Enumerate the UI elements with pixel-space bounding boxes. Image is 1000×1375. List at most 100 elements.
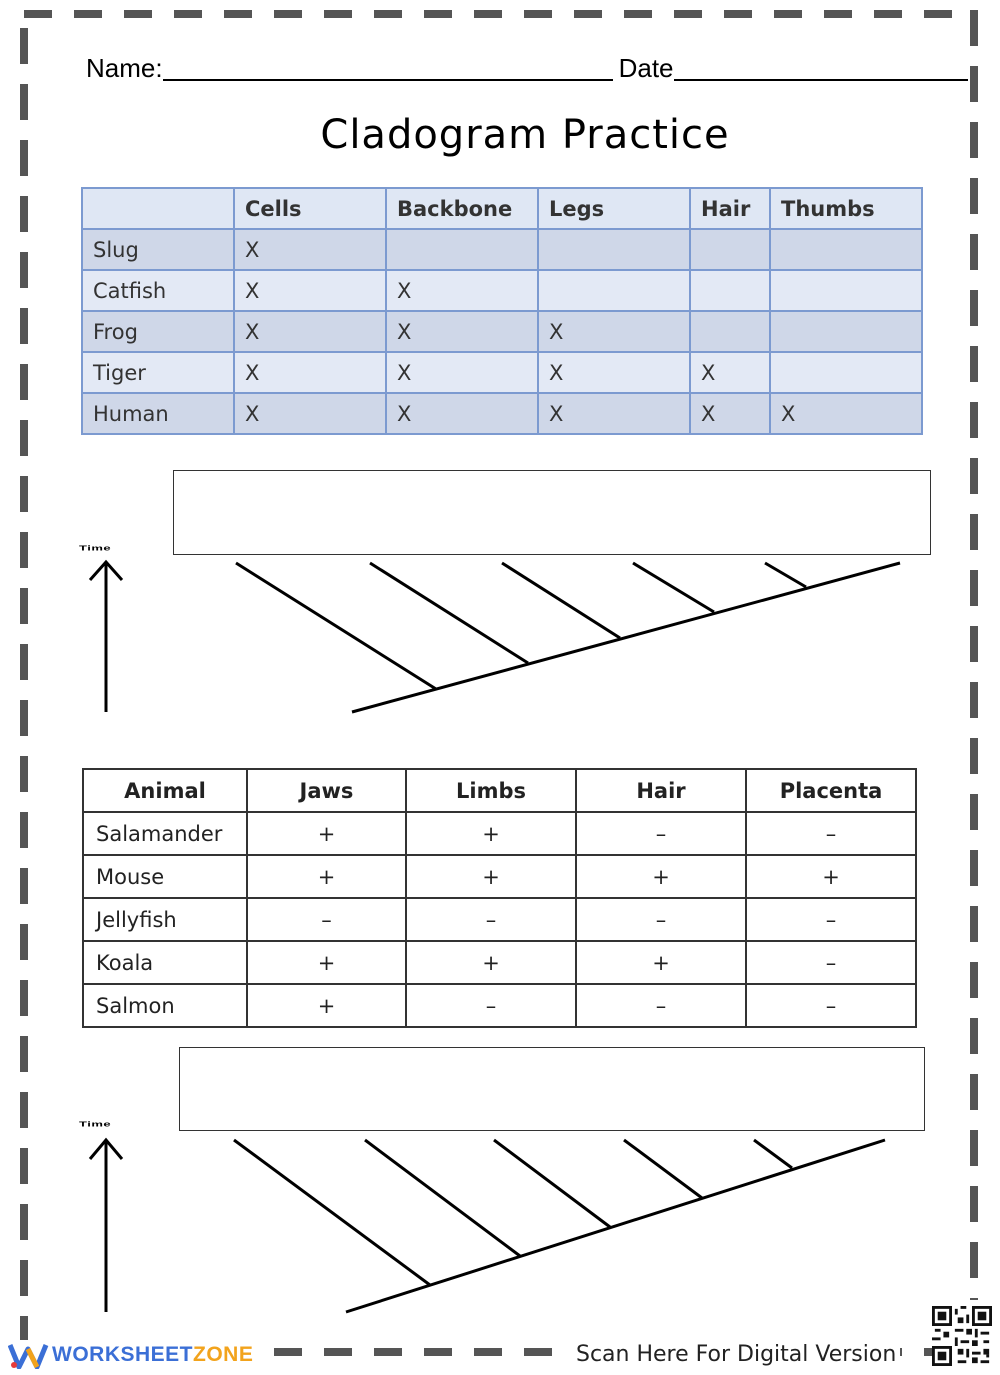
name-date-line: Name: Date	[86, 50, 978, 84]
table-cell: X	[537, 392, 691, 435]
table-cell: Mouse	[82, 854, 248, 899]
table-header-row: Cells Backbone Legs Hair Thumbs	[81, 187, 923, 230]
time-arrow-head	[88, 559, 124, 581]
table-cell: –	[575, 897, 747, 942]
table-cell	[537, 269, 691, 312]
table-cell: Tiger	[81, 351, 235, 394]
cladogram-branch	[233, 1138, 431, 1287]
table-header-cell: Limbs	[405, 768, 577, 813]
cladogram-trunk	[345, 1138, 886, 1314]
table-cell: +	[405, 940, 577, 985]
time-axis-label: Time	[79, 544, 112, 553]
table-row: Mouse + + + +	[82, 854, 917, 899]
table-header-row: Animal Jaws Limbs Hair Placenta	[82, 768, 917, 813]
cladogram-trunk	[351, 561, 901, 714]
table-cell	[769, 310, 923, 353]
table-cell	[689, 310, 771, 353]
cladogram-branch	[501, 561, 621, 640]
cladogram-branch	[364, 1138, 521, 1258]
date-label: Date	[618, 53, 674, 83]
table-row: Salmon + – – –	[82, 983, 917, 1028]
table-cell	[769, 269, 923, 312]
table-cell: Koala	[82, 940, 248, 985]
table-cell: +	[246, 940, 407, 985]
table-row: Salamander + + – –	[82, 811, 917, 856]
table-cell: –	[575, 811, 747, 856]
logo-text-zone: ZONE	[193, 1343, 254, 1366]
table-cell: Salmon	[82, 983, 248, 1028]
table-cell: Slug	[81, 228, 235, 271]
table-cell	[769, 351, 923, 394]
table-row: Catfish X X	[81, 269, 923, 312]
table-header-cell: Animal	[82, 768, 248, 813]
table-cell: X	[385, 310, 539, 353]
qr-code-icon[interactable]	[932, 1306, 992, 1366]
table-cell: –	[745, 811, 917, 856]
page-title: Cladogram Practice	[320, 112, 730, 158]
table-cell: +	[246, 811, 407, 856]
table-cell: +	[745, 854, 917, 899]
table-cell: X	[233, 392, 387, 435]
table-cell: +	[575, 940, 747, 985]
table-cell: +	[246, 983, 407, 1028]
table-header-cell: Cells	[233, 187, 387, 230]
table-cell	[385, 228, 539, 271]
table-cell: +	[575, 854, 747, 899]
table-cell: X	[385, 269, 539, 312]
table-header-cell: Legs	[537, 187, 691, 230]
table-cell: Human	[81, 392, 235, 435]
table-cell: X	[689, 351, 771, 394]
table-header-cell: Thumbs	[769, 187, 923, 230]
table-row: Jellyfish – – – –	[82, 897, 917, 942]
table-cell: +	[405, 854, 577, 899]
logo-text-worksheet: WORKSHEET	[52, 1343, 193, 1366]
name-label: Name:	[86, 53, 163, 83]
table-cell: –	[575, 983, 747, 1028]
table-cell: –	[405, 897, 577, 942]
cladogram-1-diagram	[88, 559, 901, 714]
table-row: Frog X X X	[81, 310, 923, 353]
table-cell: –	[405, 983, 577, 1028]
cladogram-1-answer-box[interactable]	[173, 470, 931, 555]
table-cell	[537, 228, 691, 271]
table-cell: +	[246, 854, 407, 899]
table-cell: –	[246, 897, 407, 942]
time-arrow-head	[88, 1137, 124, 1160]
table-cell: X	[233, 310, 387, 353]
time-axis-label: Time	[79, 1120, 112, 1129]
table-header-cell: Backbone	[385, 187, 539, 230]
table-header-cell: Hair	[575, 768, 747, 813]
table-cell: +	[405, 811, 577, 856]
table-row: Koala + + + –	[82, 940, 917, 985]
traits-table-2: Animal Jaws Limbs Hair Placenta Salamand…	[82, 768, 917, 1028]
table-header-cell: Hair	[689, 187, 771, 230]
table-cell: Jellyfish	[82, 897, 248, 942]
cladogram-2-answer-box[interactable]	[179, 1047, 925, 1131]
table-cell: –	[745, 983, 917, 1028]
cladogram-branch	[493, 1138, 611, 1229]
table-cell: X	[689, 392, 771, 435]
cladogram-branch	[632, 561, 715, 614]
worksheetzone-logo[interactable]: WORKSHEETZONE	[8, 1340, 260, 1370]
table-row: Human X X X X X	[81, 392, 923, 435]
table-cell	[689, 269, 771, 312]
cladogram-branch	[764, 561, 807, 589]
table-cell: X	[233, 269, 387, 312]
traits-table-1: Cells Backbone Legs Hair Thumbs Slug X C…	[81, 187, 923, 435]
cladogram-branch	[753, 1138, 793, 1170]
logo-w-icon	[8, 1344, 49, 1369]
name-field[interactable]	[162, 53, 613, 81]
cladogram-2-diagram	[88, 1137, 886, 1314]
table-cell	[769, 228, 923, 271]
table-header-cell: Placenta	[745, 768, 917, 813]
table-cell: X	[537, 310, 691, 353]
table-cell: X	[385, 351, 539, 394]
table-cell: X	[769, 392, 923, 435]
cladogram-branch	[623, 1138, 703, 1200]
date-field[interactable]	[673, 53, 968, 81]
table-row: Tiger X X X X	[81, 351, 923, 394]
table-cell: –	[745, 897, 917, 942]
table-cell	[689, 228, 771, 271]
cladogram-branch	[369, 561, 529, 665]
table-cell: Salamander	[82, 811, 248, 856]
